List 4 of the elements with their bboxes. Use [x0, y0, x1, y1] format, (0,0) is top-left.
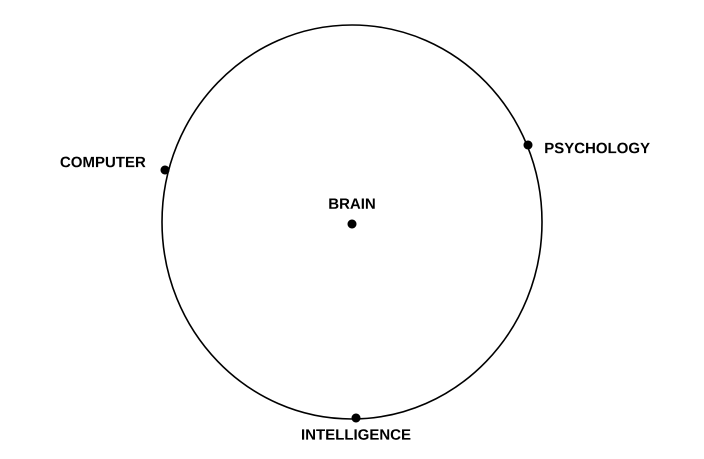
point-label: BRAIN: [329, 198, 375, 209]
point-label: PSYCHOLOGY: [545, 142, 650, 154]
point-label: INTELLIGENCE: [302, 429, 410, 440]
point-label: COMPUTER: [60, 156, 146, 168]
